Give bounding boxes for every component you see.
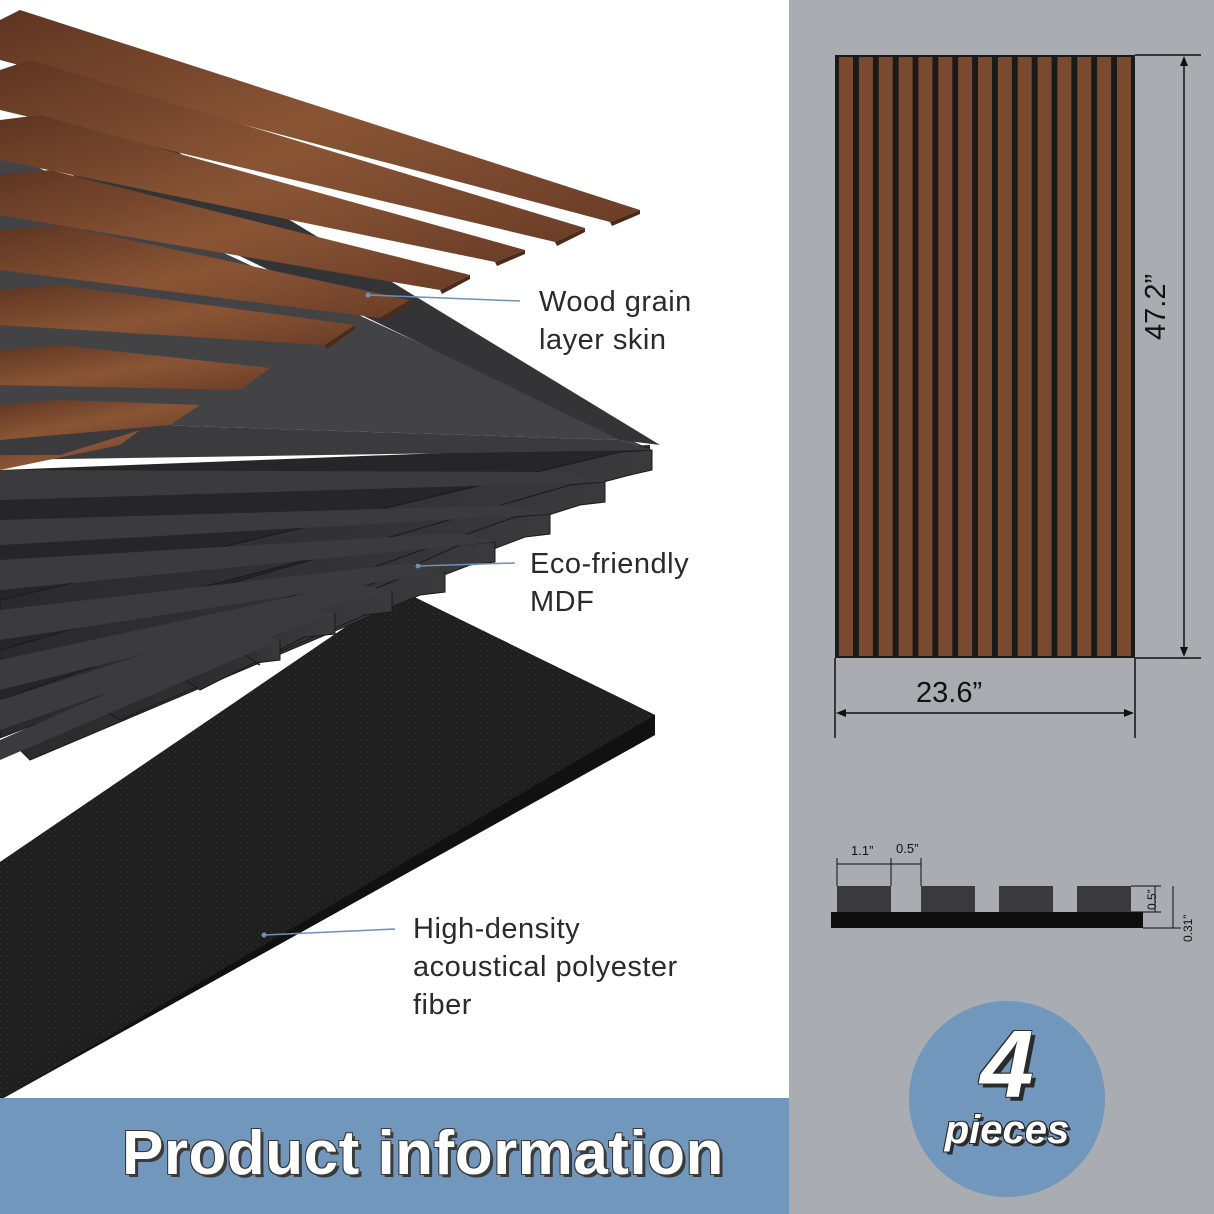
quantity-number: 4 — [980, 1011, 1034, 1118]
layer-illustration-panel: Wood grain layer skin Eco-friendly MDF H… — [0, 10, 789, 1214]
panel-front-view — [835, 55, 1135, 658]
slat-width-label: 1.1” — [851, 843, 874, 858]
title-bar — [0, 1098, 789, 1214]
front-wood-slat — [878, 57, 893, 656]
quantity-badge — [909, 1001, 1105, 1197]
slat-thickness-label: 0.5” — [1145, 889, 1159, 910]
front-wood-slat — [997, 57, 1012, 656]
height-label: 47.2” — [1140, 273, 1172, 340]
fiber-layer-label: High-density acoustical polyester fiber — [413, 913, 678, 1021]
front-wood-slat — [938, 57, 953, 656]
wood-layer-label: Wood grain layer skin — [539, 286, 692, 356]
width-label: 23.6” — [916, 677, 983, 709]
front-wood-slat — [1097, 57, 1112, 656]
dimensions-diagram — [831, 54, 1201, 929]
front-wood-slat — [1057, 57, 1072, 656]
front-wood-slat — [918, 57, 933, 656]
front-wood-slat — [1117, 57, 1131, 656]
pointer-lines — [263, 294, 521, 936]
front-wood-slat — [978, 57, 992, 656]
cross-section-view — [831, 858, 1181, 929]
front-wood-slat — [839, 57, 853, 656]
height-dimension-line — [1135, 54, 1201, 659]
mdf-layer-label: Eco-friendly MDF — [530, 548, 690, 618]
page-title: Product information — [122, 1119, 724, 1188]
front-wood-slat — [1077, 57, 1092, 656]
width-dimension-line — [834, 658, 1136, 738]
base-thickness-label: 0.31” — [1181, 914, 1195, 942]
front-wood-slat — [858, 57, 873, 656]
gap-width-label: 0.5” — [896, 841, 919, 856]
front-wood-slat — [958, 57, 973, 656]
quantity-unit: pieces — [944, 1108, 1070, 1152]
front-wood-slat — [1017, 57, 1032, 656]
front-wood-slat — [898, 57, 913, 656]
fiber-layer — [0, 590, 655, 1100]
layers-illustration — [0, 10, 660, 1100]
front-wood-slat — [1037, 57, 1052, 656]
wood-layer — [0, 10, 640, 470]
